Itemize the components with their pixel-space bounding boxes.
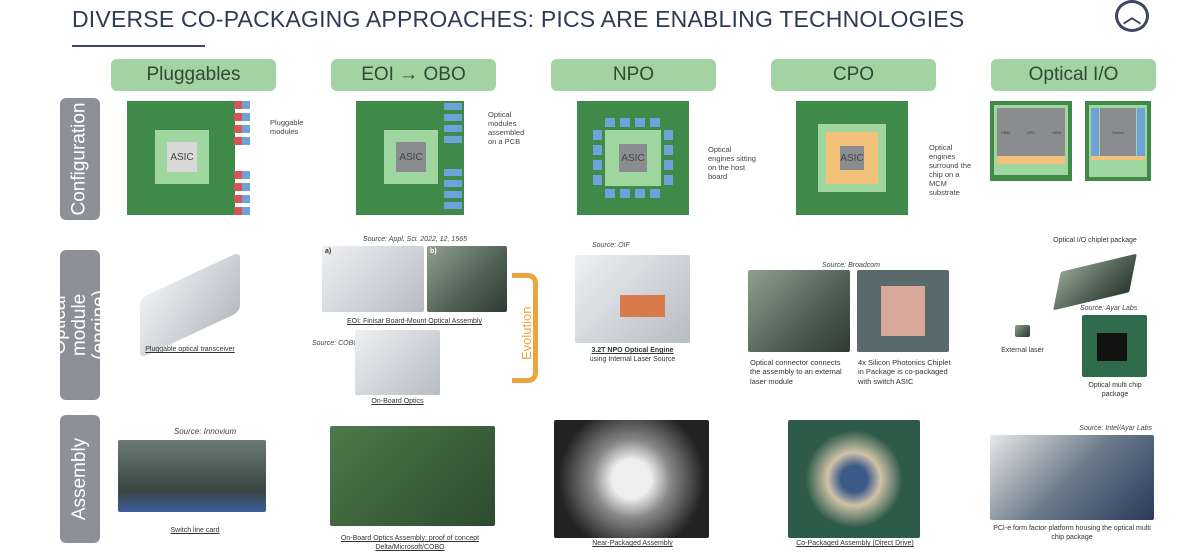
cpo-note: Optical engines surround the chip on a M…: [929, 143, 972, 197]
column-header-eoi-obo: EOI → OBO: [331, 59, 496, 91]
obo-assembly-image: [330, 426, 495, 526]
column-header-pluggables: Pluggables: [111, 59, 276, 91]
npo-note: Optical engines sitting on the host boar…: [708, 145, 756, 181]
eoi-board-diagram: ASIC: [356, 101, 464, 215]
column-header-optical-io: Optical I/O: [991, 59, 1156, 91]
chevron-up-circle-icon[interactable]: ︿: [1115, 0, 1149, 32]
oio-multichip-image: [1082, 315, 1147, 377]
row-label-assembly: Assembly: [60, 415, 100, 543]
title-underline: [72, 45, 205, 47]
npo-assembly-image: [554, 420, 709, 538]
evolution-arrow-icon: [512, 273, 538, 383]
optical-modules-note: Optical modules assembled on a PCB: [488, 110, 525, 146]
column-header-npo: NPO: [551, 59, 716, 91]
cpo-chiplet-image: [857, 270, 949, 352]
cobo-image: [355, 330, 440, 395]
slide-title: DIVERSE CO-PACKAGING APPROACHES: PICS AR…: [72, 6, 965, 32]
pluggable-board-diagram: ASIC: [127, 101, 235, 215]
row-label-optical-module: Optical module (engine): [49, 250, 110, 400]
switch-line-card-image: [118, 440, 266, 512]
npo-board-diagram: ASIC: [577, 101, 689, 215]
cpo-assembly-image: [788, 420, 920, 538]
cpo-board-diagram: ASIC: [796, 101, 908, 215]
pluggable-modules-note: Pluggable modules: [270, 118, 304, 136]
pluggable-transceiver-image: [140, 251, 240, 359]
cpo-connector-image: [748, 270, 850, 352]
external-laser-image: [1015, 325, 1030, 337]
eoi-image-b: b): [427, 246, 507, 312]
npo-engine-image: [575, 255, 690, 343]
pcie-platform-image: [990, 435, 1154, 520]
eoi-image-a: a): [322, 246, 424, 312]
oio-gpu-diagram: HBM GPU HBM: [990, 101, 1072, 181]
column-header-cpo: CPO: [771, 59, 936, 91]
oio-chiplet-image: [1053, 253, 1137, 311]
oio-switch-diagram: Switch: [1085, 101, 1151, 181]
row-label-configuration: Configuration: [60, 98, 100, 220]
